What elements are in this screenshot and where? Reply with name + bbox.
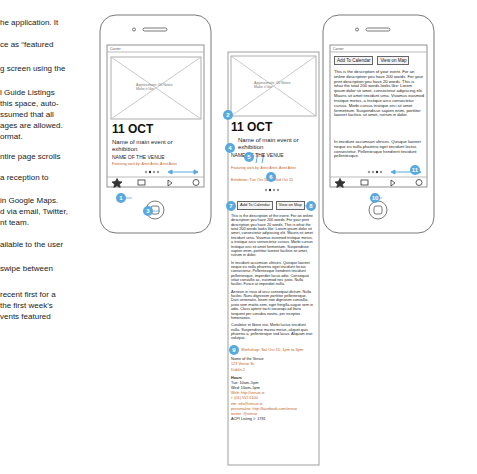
screen-text: NAME OF THE VENUE: [231, 153, 284, 159]
screen-text: Dublin 2: [231, 368, 315, 372]
screen-text: 11 OCT: [231, 121, 272, 135]
note-text: ntire page scrolls: [0, 152, 60, 161]
screen-text: Approximate: 00 Notes Make it like: [254, 81, 294, 89]
screen-text: NAME OF THE VENUE: [112, 155, 165, 161]
screen-text: ACPI Listing #: 1781: [231, 417, 315, 421]
scroll-page: [228, 52, 319, 465]
callout-label: 7: [229, 203, 232, 209]
screen-text: In tincidunt accumsan ultrices. Quisque …: [334, 140, 424, 159]
note-text: a reception to: [0, 173, 48, 182]
screen-text: Featuring work by: Artist Artist, Artist…: [231, 166, 315, 170]
callout-number: 5: [244, 152, 254, 162]
leader-lines: [126, 198, 382, 211]
callout-label: 4: [228, 145, 231, 151]
screen-text: Carrier: [110, 47, 121, 51]
screen-text: Name of main event or exhibition: [112, 139, 196, 153]
button-label: Add To Calendar: [337, 58, 370, 63]
note-text: in Google Maps.: [0, 196, 58, 205]
note-text: g screen using the: [0, 64, 65, 73]
screen-text: Workshop: Sat Oct 15, 1pm to 3pm: [241, 348, 315, 353]
screen-text: 123 Venue St.: [231, 362, 315, 366]
callout-number: 11: [410, 165, 420, 175]
note-text: ce as “featured: [0, 40, 53, 49]
note-text: d via email, Twitter,: [0, 207, 68, 216]
screen-text: t: (01) 555 0100: [231, 396, 315, 400]
callout-label: 10: [372, 195, 379, 201]
right-phone: [323, 15, 434, 233]
callout-number: 2: [223, 110, 233, 120]
screen-text: Aenean in risus id arcu consequat dictum…: [231, 290, 315, 321]
callout-number: 3: [143, 206, 153, 216]
note-text: ages are allowed.: [0, 121, 63, 130]
note-text: ssumed that all: [0, 110, 54, 119]
button-label: Add To Calendar: [240, 202, 270, 207]
screen-text: em: info@venue.ie: [231, 402, 315, 406]
screen-text: Hours: [231, 376, 315, 380]
callout-number: 1: [116, 193, 126, 203]
swipe-arrows: [168, 153, 421, 174]
screen-text: Tue: 10am–5pm: [231, 381, 315, 385]
callout-label: 11: [412, 167, 418, 173]
screen-text: This is the description of the event. Fo…: [231, 214, 315, 258]
note-text: he application. It: [0, 18, 58, 27]
note-text: this space, auto-: [0, 99, 59, 108]
note-text: nt team.: [0, 218, 29, 227]
callout-label: 5: [247, 154, 250, 160]
callout-number: 6: [266, 172, 276, 182]
button-label: View on Map: [380, 58, 406, 63]
button-box: View on Map: [377, 56, 409, 65]
note-text: vents featured: [0, 312, 51, 321]
screen-text: personalise: http://facebook.com/venue: [231, 407, 315, 411]
screen-text: In tincidunt accumsan ultrices. Quisque …: [231, 261, 315, 287]
note-text: swipe between: [0, 264, 53, 273]
screen-text: Wed: 10am–5pm: [231, 386, 315, 390]
screen-text: This is the description of your event. F…: [334, 70, 424, 118]
note-text: ailable to the user: [0, 240, 63, 249]
screen-text: twitter: @venue: [231, 412, 315, 416]
pagination-dots: [145, 171, 382, 191]
callout-label: 1: [119, 195, 122, 201]
note-text: the first week's: [0, 301, 53, 310]
screen-text: Featuring work by: Artist Artist, Artist…: [112, 162, 200, 166]
callout-label: 8: [309, 203, 312, 209]
screen-text: Name of main event or exhibition: [238, 137, 316, 151]
button-label: View on Map: [279, 202, 302, 207]
screen-text: Web: http://venue.ie: [231, 391, 315, 395]
screen-text: Approximate: 00 Notes Make it like: [136, 83, 176, 91]
callout-number: 7: [226, 201, 236, 211]
callout-label: 6: [269, 174, 272, 180]
note-text: ormat.: [0, 132, 23, 141]
screen-text: Carrier: [333, 47, 344, 51]
left-phone: [100, 15, 211, 233]
callout-number: 8: [306, 201, 316, 211]
callout-number: 10: [370, 193, 380, 203]
callout-number: 4: [225, 143, 235, 153]
screen-text: 11 OCT: [112, 123, 153, 137]
callout-label: 3: [146, 208, 149, 214]
screen-text: Name of the Venue: [231, 357, 315, 361]
callout-number: 9: [229, 345, 239, 355]
button-box: View on Map: [276, 201, 305, 210]
note-text: recent first for a: [0, 290, 56, 299]
note-text: l Guide Listings: [0, 88, 55, 97]
callout-label: 9: [232, 347, 235, 353]
callout-label: 2: [226, 112, 229, 118]
button-box: Add To Calendar: [334, 56, 373, 65]
screen-text: Curabitur et libero nisi. Morbi luctus t…: [231, 323, 315, 340]
button-box: Add To Calendar: [237, 201, 273, 210]
